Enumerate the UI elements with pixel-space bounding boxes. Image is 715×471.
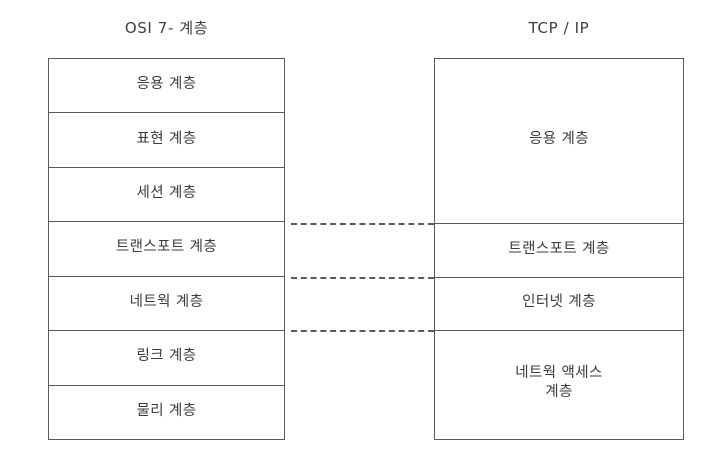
osi-layer-transport: 트랜스포트 계층 [49,222,284,277]
osi-column-title: OSI 7- 계층 [124,19,209,37]
tcpip-layer-internet: 인터넷 계층 [435,278,683,331]
connector-dashed-line-3 [291,330,434,332]
tcpip-layer-application: 응용 계층 [435,59,683,224]
osi-layer-presentation: 표현 계층 [49,113,284,168]
tcpip-layer-network-access: 네트웍 액세스 계층 [515,365,603,400]
connector-dashed-line-2 [291,277,434,279]
osi-layer-session: 세션 계층 [49,168,284,223]
osi-layer-link: 링크 계층 [49,331,284,386]
osi-layer-stack: 응용 계층 표현 계층 세션 계층 트랜스포트 계층 네트웍 계층 링크 계층 … [48,58,285,440]
osi-layer-network: 네트웍 계층 [49,277,284,332]
connector-dashed-line-1 [291,223,434,225]
tcpip-layer-transport: 트랜스포트 계층 [435,224,683,278]
tcpip-column-title: TCP / IP [528,19,590,37]
osi-layer-physical: 물리 계층 [136,402,197,419]
osi-layer-application: 응용 계층 [49,59,284,114]
tcpip-layer-stack: 응용 계층 트랜스포트 계층 인터넷 계층 네트웍 액세스 계층 [434,58,684,440]
